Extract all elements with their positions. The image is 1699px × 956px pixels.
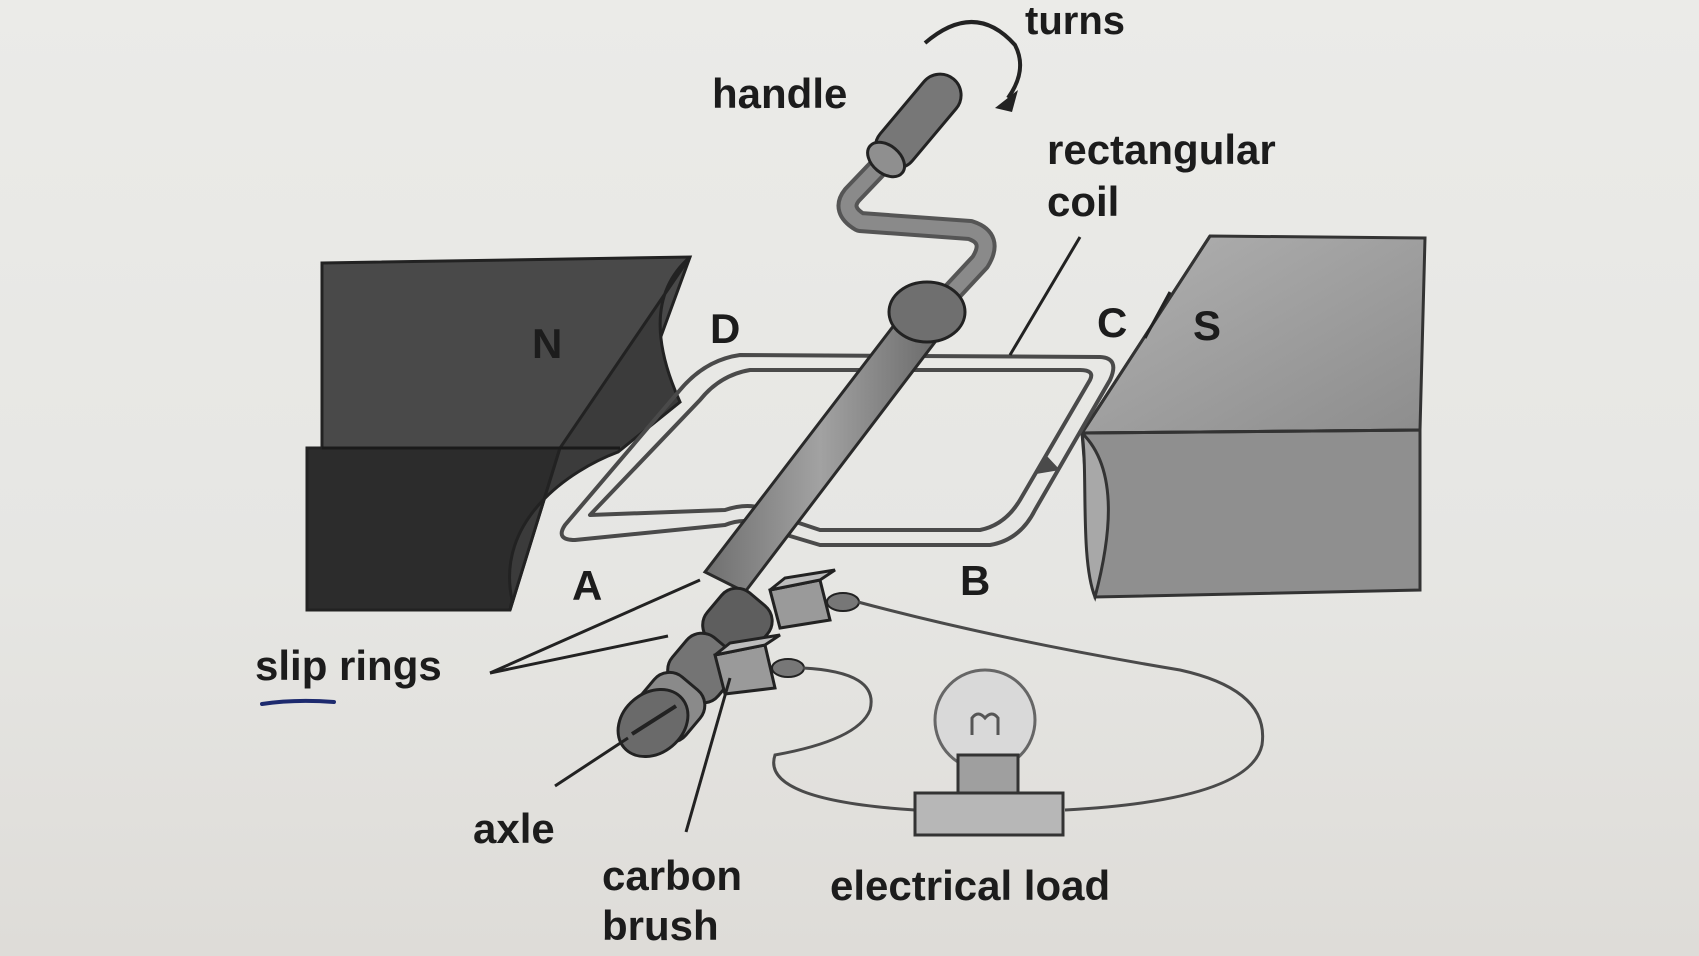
label-handle: handle	[712, 70, 847, 117]
label-brush: brush	[602, 902, 719, 949]
rotation-arc	[923, 20, 1023, 100]
north-magnet-pole-face	[508, 255, 692, 611]
south-magnet-edge	[1081, 428, 1421, 435]
label-turns: turns	[1025, 0, 1125, 43]
carbon-brush-upper-top	[769, 568, 836, 592]
leader-lines	[489, 236, 1172, 833]
north-magnet	[305, 255, 693, 612]
label-north-pole: N	[532, 320, 562, 367]
electrical-load-bulb	[913, 668, 1065, 837]
axle-end-slot	[630, 704, 678, 736]
label-electrical-load: electrical load	[830, 862, 1110, 909]
label-south-pole: S	[1193, 302, 1221, 349]
label-slip-rings: slip rings	[255, 642, 442, 689]
label-corner-c: C	[1097, 299, 1127, 346]
slip-rings-ink-underline	[260, 698, 336, 706]
axle	[702, 280, 967, 594]
carbon-brush-upper-terminal	[826, 592, 860, 612]
leader-slip-ring-1	[489, 578, 701, 675]
handle-crank	[836, 72, 997, 316]
handle-grip	[866, 72, 963, 179]
carbon-brush-lower-terminal	[771, 658, 805, 678]
south-magnet-front	[1080, 428, 1422, 599]
axle-shaft	[702, 318, 938, 594]
leader-coil	[1008, 236, 1082, 356]
coil-current-arrow	[1036, 455, 1060, 474]
south-magnet-top	[1079, 234, 1427, 435]
leader-carbon-brush	[684, 677, 732, 833]
label-corner-d: D	[710, 305, 740, 352]
bulb-base	[913, 791, 1065, 837]
turns-arrow	[923, 20, 1023, 112]
leader-axle	[554, 736, 629, 788]
label-rectangular: rectangular	[1047, 126, 1276, 173]
leader-s	[1143, 291, 1172, 339]
label-coil: coil	[1047, 178, 1119, 225]
label-axle: axle	[473, 805, 555, 852]
crank-arm-shine	[840, 143, 993, 312]
coil-inner-loop	[588, 368, 1094, 532]
leader-slip-ring-2	[489, 634, 669, 675]
external-circuit	[772, 600, 1265, 812]
label-corner-b: B	[960, 557, 990, 604]
axle-collar	[887, 280, 967, 344]
south-magnet-pole-face	[1080, 235, 1212, 602]
wire-upper	[857, 600, 1265, 812]
bulb-filament	[970, 712, 1000, 735]
bulb-socket	[956, 753, 1020, 795]
rotation-arrowhead	[995, 90, 1018, 112]
wire-lower	[772, 666, 916, 812]
south-magnet	[1079, 234, 1427, 602]
carbon-brush-lower-top	[714, 633, 781, 657]
label-carbon: carbon	[602, 852, 742, 899]
label-corner-a: A	[572, 562, 602, 609]
